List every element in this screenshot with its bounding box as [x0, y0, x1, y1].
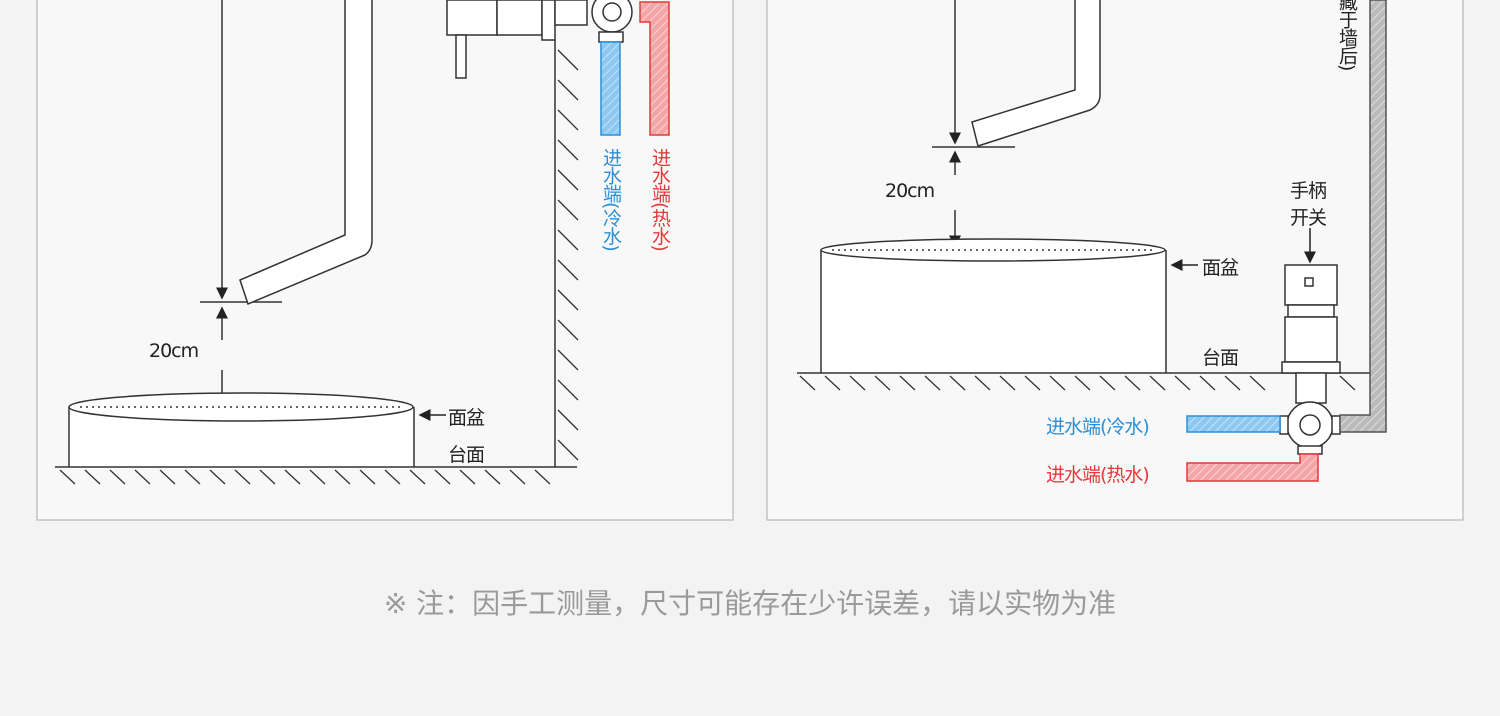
- wall-pipe: [1339, 0, 1387, 433]
- left-panel: [36, 0, 734, 521]
- hot-inlet-label: 进水端(热水): [1046, 464, 1150, 486]
- distance-label: 20cm: [885, 180, 935, 202]
- hot-inlet-label: 进水端(热水): [649, 148, 671, 251]
- basin-label: 面盆: [448, 407, 485, 429]
- handle-label-1: 手柄: [1290, 180, 1327, 202]
- counter-label: 台面: [448, 444, 485, 466]
- handle-label-2: 开关: [1290, 207, 1327, 229]
- cold-pipe: [1186, 415, 1281, 433]
- counter-label: 台面: [1202, 347, 1239, 369]
- measurement-note: ※ 注：因手工测量，尺寸可能存在少许误差，请以实物为准: [383, 587, 1117, 620]
- cold-pipe: [600, 41, 621, 136]
- hatching: [799, 375, 1356, 391]
- right-panel: [766, 0, 1464, 521]
- basin-label: 面盆: [1202, 257, 1239, 279]
- hot-pipe: [1186, 453, 1319, 482]
- hatching: [59, 49, 579, 485]
- hot-pipe: [639, 1, 670, 136]
- cold-inlet-label: 进水端(冷水): [600, 148, 622, 251]
- cold-inlet-label: 进水端(冷水): [1046, 416, 1150, 438]
- distance-label: 20cm: [149, 340, 199, 362]
- hidden-pipe-label: 藏于墙后): [1336, 0, 1358, 71]
